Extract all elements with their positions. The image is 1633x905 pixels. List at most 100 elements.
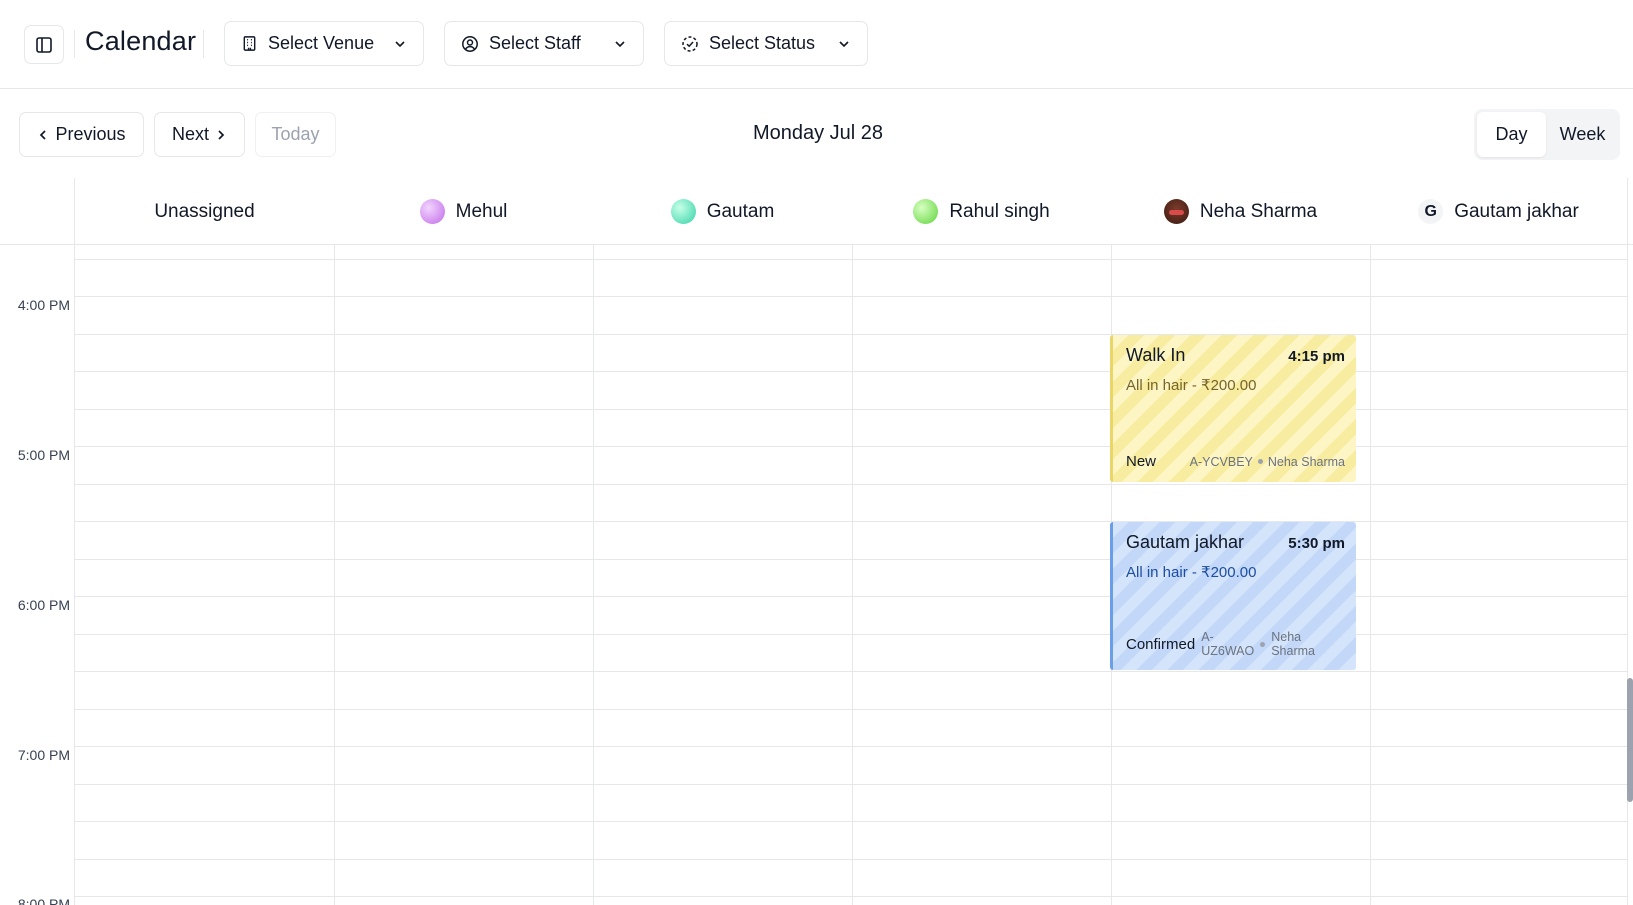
- today-label: Today: [271, 124, 320, 144]
- staff-name: Unassigned: [154, 200, 255, 222]
- grid-line: [75, 409, 1627, 410]
- today-button[interactable]: Today: [255, 112, 336, 157]
- chevron-right-icon: [218, 129, 225, 140]
- grid-line: [75, 859, 1627, 860]
- next-button[interactable]: Next: [154, 112, 245, 157]
- appointment-staff: Neha Sharma: [1271, 630, 1315, 658]
- appointment-staff-line: Neha: [1271, 630, 1302, 644]
- avatar: G: [1418, 199, 1444, 224]
- current-date: Monday Jul 28: [752, 122, 884, 144]
- divider: [203, 30, 204, 58]
- staff-name: Rahul singh: [949, 200, 1050, 222]
- page-title: Calendar: [85, 26, 197, 56]
- grid-line: [75, 334, 1627, 335]
- time-label: 7:00 PM: [17, 747, 70, 763]
- grid-line: [75, 484, 1627, 485]
- appointment-card[interactable]: Gautam jakhar 5:30 pm All in hair - ₹200…: [1110, 522, 1356, 670]
- chevron-down-icon: [395, 40, 405, 47]
- appointment-code-line: UZ6WAO: [1201, 644, 1255, 658]
- time-gutter-divider: [74, 178, 75, 905]
- appointment-meta: A-YCVBEY Neha Sharma: [1190, 455, 1345, 469]
- day-view-button[interactable]: Day: [1477, 112, 1546, 157]
- select-staff-dropdown[interactable]: Select Staff: [444, 21, 644, 66]
- appointment-service: All in hair - ₹200.00: [1126, 377, 1257, 394]
- staff-column-mehul[interactable]: Mehul: [334, 178, 593, 245]
- appointment-status: New: [1126, 453, 1157, 470]
- staff-name: Mehul: [455, 200, 508, 222]
- avatar: [1163, 199, 1189, 224]
- appointment-code: A-YCVBEY: [1189, 454, 1253, 469]
- grid-line: [75, 634, 1627, 635]
- time-label: 8:00 PM: [17, 896, 70, 905]
- avatar: [913, 199, 939, 224]
- column-divider: [1370, 245, 1371, 905]
- next-label: Next: [171, 124, 209, 144]
- staff-column-neha-sharma[interactable]: Neha Sharma: [1111, 178, 1370, 245]
- avatar: [670, 199, 696, 224]
- select-status-dropdown[interactable]: Select Status: [664, 21, 868, 66]
- grid-line: [75, 784, 1627, 785]
- previous-button[interactable]: Previous: [19, 112, 144, 157]
- separator-dot: [1257, 459, 1263, 464]
- view-toggle: Day Week: [1474, 109, 1620, 160]
- staff-header: Unassigned Mehul Gautam Rahul singh Neha…: [0, 178, 1633, 245]
- appointment-staff-line: Sharma: [1271, 644, 1315, 658]
- grid-line: [75, 896, 1627, 897]
- grid-right-border: [1627, 178, 1628, 905]
- appointment-time: 4:15 pm: [1288, 348, 1345, 365]
- select-status-label: Select Status: [709, 33, 816, 53]
- avatar: [419, 199, 445, 224]
- select-venue-label: Select Venue: [268, 33, 375, 53]
- staff-column-gautam-jakhar[interactable]: G Gautam jakhar: [1370, 178, 1627, 245]
- grid-line: [75, 559, 1627, 560]
- appointment-staff: Neha Sharma: [1267, 454, 1345, 469]
- appointment-client: Walk In: [1126, 345, 1186, 365]
- grid-line: [75, 521, 1627, 522]
- chevron-down-icon: [615, 40, 625, 47]
- column-divider: [334, 245, 335, 905]
- select-staff-label: Select Staff: [489, 33, 581, 53]
- vertical-scrollbar[interactable]: [1627, 678, 1633, 802]
- grid-line: [75, 596, 1627, 597]
- appointment-client: Gautam jakhar: [1126, 532, 1245, 552]
- appointment-service: All in hair - ₹200.00: [1126, 564, 1257, 581]
- time-label: 6:00 PM: [17, 597, 70, 613]
- select-venue-dropdown[interactable]: Select Venue: [224, 21, 424, 66]
- grid-line: [75, 259, 1627, 260]
- chevron-left-icon: [40, 129, 47, 140]
- divider: [74, 30, 75, 58]
- staff-name: Gautam: [706, 200, 775, 222]
- grid-line: [75, 296, 1627, 297]
- previous-label: Previous: [55, 124, 126, 144]
- appointment-time: 5:30 pm: [1288, 535, 1345, 552]
- user-circle-icon: [462, 35, 478, 52]
- staff-name: Neha Sharma: [1199, 200, 1318, 222]
- sidebar-toggle-button[interactable]: [24, 25, 64, 64]
- calendar-grid[interactable]: [75, 245, 1627, 905]
- chevron-down-icon: [839, 40, 849, 47]
- grid-line: [75, 671, 1627, 672]
- grid-line: [75, 446, 1627, 447]
- appointment-status: Confirmed: [1126, 635, 1196, 653]
- grid-line: [75, 821, 1627, 822]
- appointment-card[interactable]: Walk In 4:15 pm All in hair - ₹200.00 Ne…: [1110, 335, 1356, 482]
- status-check-icon: [682, 35, 698, 52]
- time-label: 4:00 PM: [17, 297, 70, 313]
- sidebar-icon: [36, 36, 52, 53]
- separator-dot: [1260, 641, 1266, 647]
- top-bar: Calendar Select Venue Select Staff Selec…: [0, 0, 1633, 89]
- grid-line: [75, 371, 1627, 372]
- appointment-code: A- UZ6WAO: [1201, 630, 1254, 658]
- column-divider: [593, 245, 594, 905]
- staff-column-gautam[interactable]: Gautam: [593, 178, 852, 245]
- staff-name: Gautam jakhar: [1454, 200, 1579, 222]
- column-divider: [852, 245, 853, 905]
- building-icon: [243, 36, 256, 51]
- staff-column-unassigned[interactable]: Unassigned: [75, 178, 334, 245]
- time-label: 5:00 PM: [17, 447, 70, 463]
- grid-line: [75, 746, 1627, 747]
- staff-column-rahul-singh[interactable]: Rahul singh: [852, 178, 1111, 245]
- appointment-code-line: A-: [1201, 630, 1214, 644]
- week-view-button[interactable]: Week: [1559, 124, 1606, 144]
- grid-line: [75, 709, 1627, 710]
